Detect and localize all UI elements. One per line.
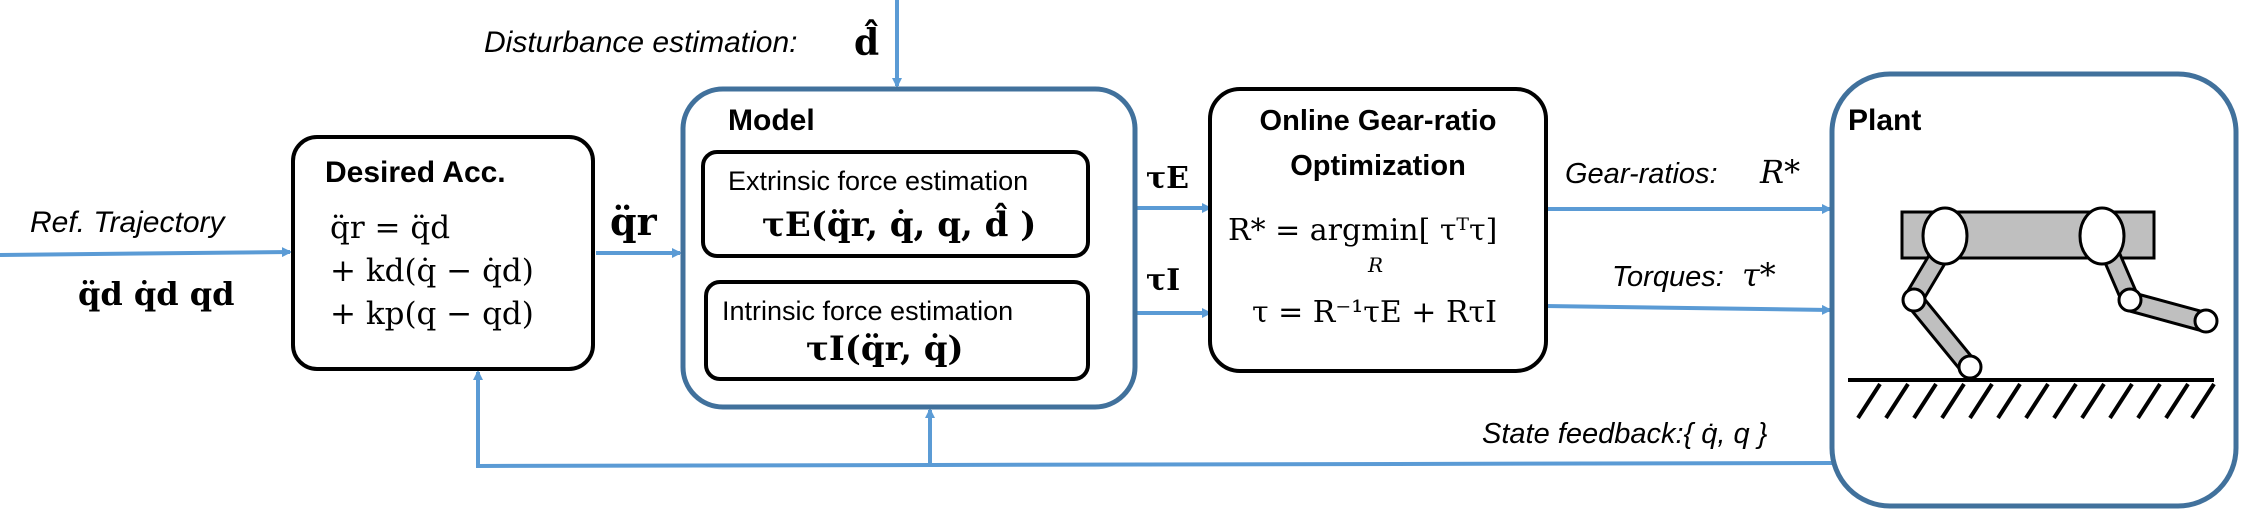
intrinsic-box <box>704 280 1090 381</box>
intrinsic-label: Intrinsic force estimation <box>722 296 1013 326</box>
torques-symbol: τ* <box>1742 256 1776 294</box>
plant-box <box>1829 71 2239 509</box>
extrinsic-box <box>701 150 1090 258</box>
model-output-tau-i: τI <box>1146 263 1180 298</box>
optimization-eq1-sub: R <box>1367 253 1383 277</box>
extrinsic-equation: τE(q̈r, q̇, q, d̂ ) <box>762 203 1036 245</box>
gear-ratios-symbol: R* <box>1759 153 1800 191</box>
optimization-eq1: R* = argmin[ τᵀτ] <box>1228 213 1497 248</box>
connections <box>0 0 1833 469</box>
model-title: Model <box>728 104 815 137</box>
disturbance-symbol: d̂ <box>854 19 879 64</box>
ground <box>1848 378 2216 420</box>
ground-hatching <box>1856 382 2216 420</box>
plant-block: Plant <box>1829 71 2239 509</box>
optimization-eq2: τ = R⁻¹τE + RτI <box>1252 295 1497 330</box>
optimization-box <box>1208 87 1548 373</box>
torques-arrow <box>1544 304 1832 315</box>
robot-illustration <box>1900 206 2219 380</box>
plant-title: Plant <box>1848 104 1921 137</box>
model-output-tau-e: τE <box>1146 161 1189 196</box>
desired-acc-output-symbol: q̈r <box>610 199 658 244</box>
optimization-block: Online Gear-ratio Optimization R* = argm… <box>1208 87 1548 373</box>
gear-ratios-label: Gear-ratios: <box>1565 158 1718 190</box>
model-block: Model Extrinsic force estimation τE(q̈r,… <box>680 86 1138 410</box>
optimization-title-line1: Online Gear-ratio <box>1260 105 1497 137</box>
intrinsic-equation: τI(q̈r, q̇) <box>806 329 964 369</box>
ref-trajectory-label: Ref. Trajectory <box>30 206 226 239</box>
robot-right-hip <box>2078 206 2126 266</box>
state-feedback-label: State feedback:{ q̇, q } <box>1482 418 1768 450</box>
robot-left-foot <box>1957 354 1983 380</box>
desired-acc-title: Desired Acc. <box>325 156 506 189</box>
extrinsic-label: Extrinsic force estimation <box>728 166 1028 196</box>
ref-trajectory-signals: q̈d q̇d qd <box>78 275 235 313</box>
ref-trajectory-arrow <box>0 247 292 258</box>
torques-label: Torques: <box>1612 261 1724 293</box>
disturbance-label: Disturbance estimation: <box>484 26 797 59</box>
desired-acc-line3: + kp(q − qd) <box>330 296 534 332</box>
desired-acc-box <box>291 135 595 371</box>
robot-right-knee <box>2117 287 2143 313</box>
optimization-title-line2: Optimization <box>1290 150 1466 182</box>
robot-right-foot <box>2193 308 2219 334</box>
robot-left-hip <box>1921 206 1969 266</box>
robot-left-knee <box>1901 287 1927 313</box>
desired-acc-line2: + kd(q̇ − q̇d) <box>330 253 534 289</box>
desired-acc-line1: q̈r = q̈d <box>330 210 450 246</box>
desired-acc-block: Desired Acc. q̈r = q̈d + kd(q̇ − q̇d) + … <box>291 135 595 371</box>
